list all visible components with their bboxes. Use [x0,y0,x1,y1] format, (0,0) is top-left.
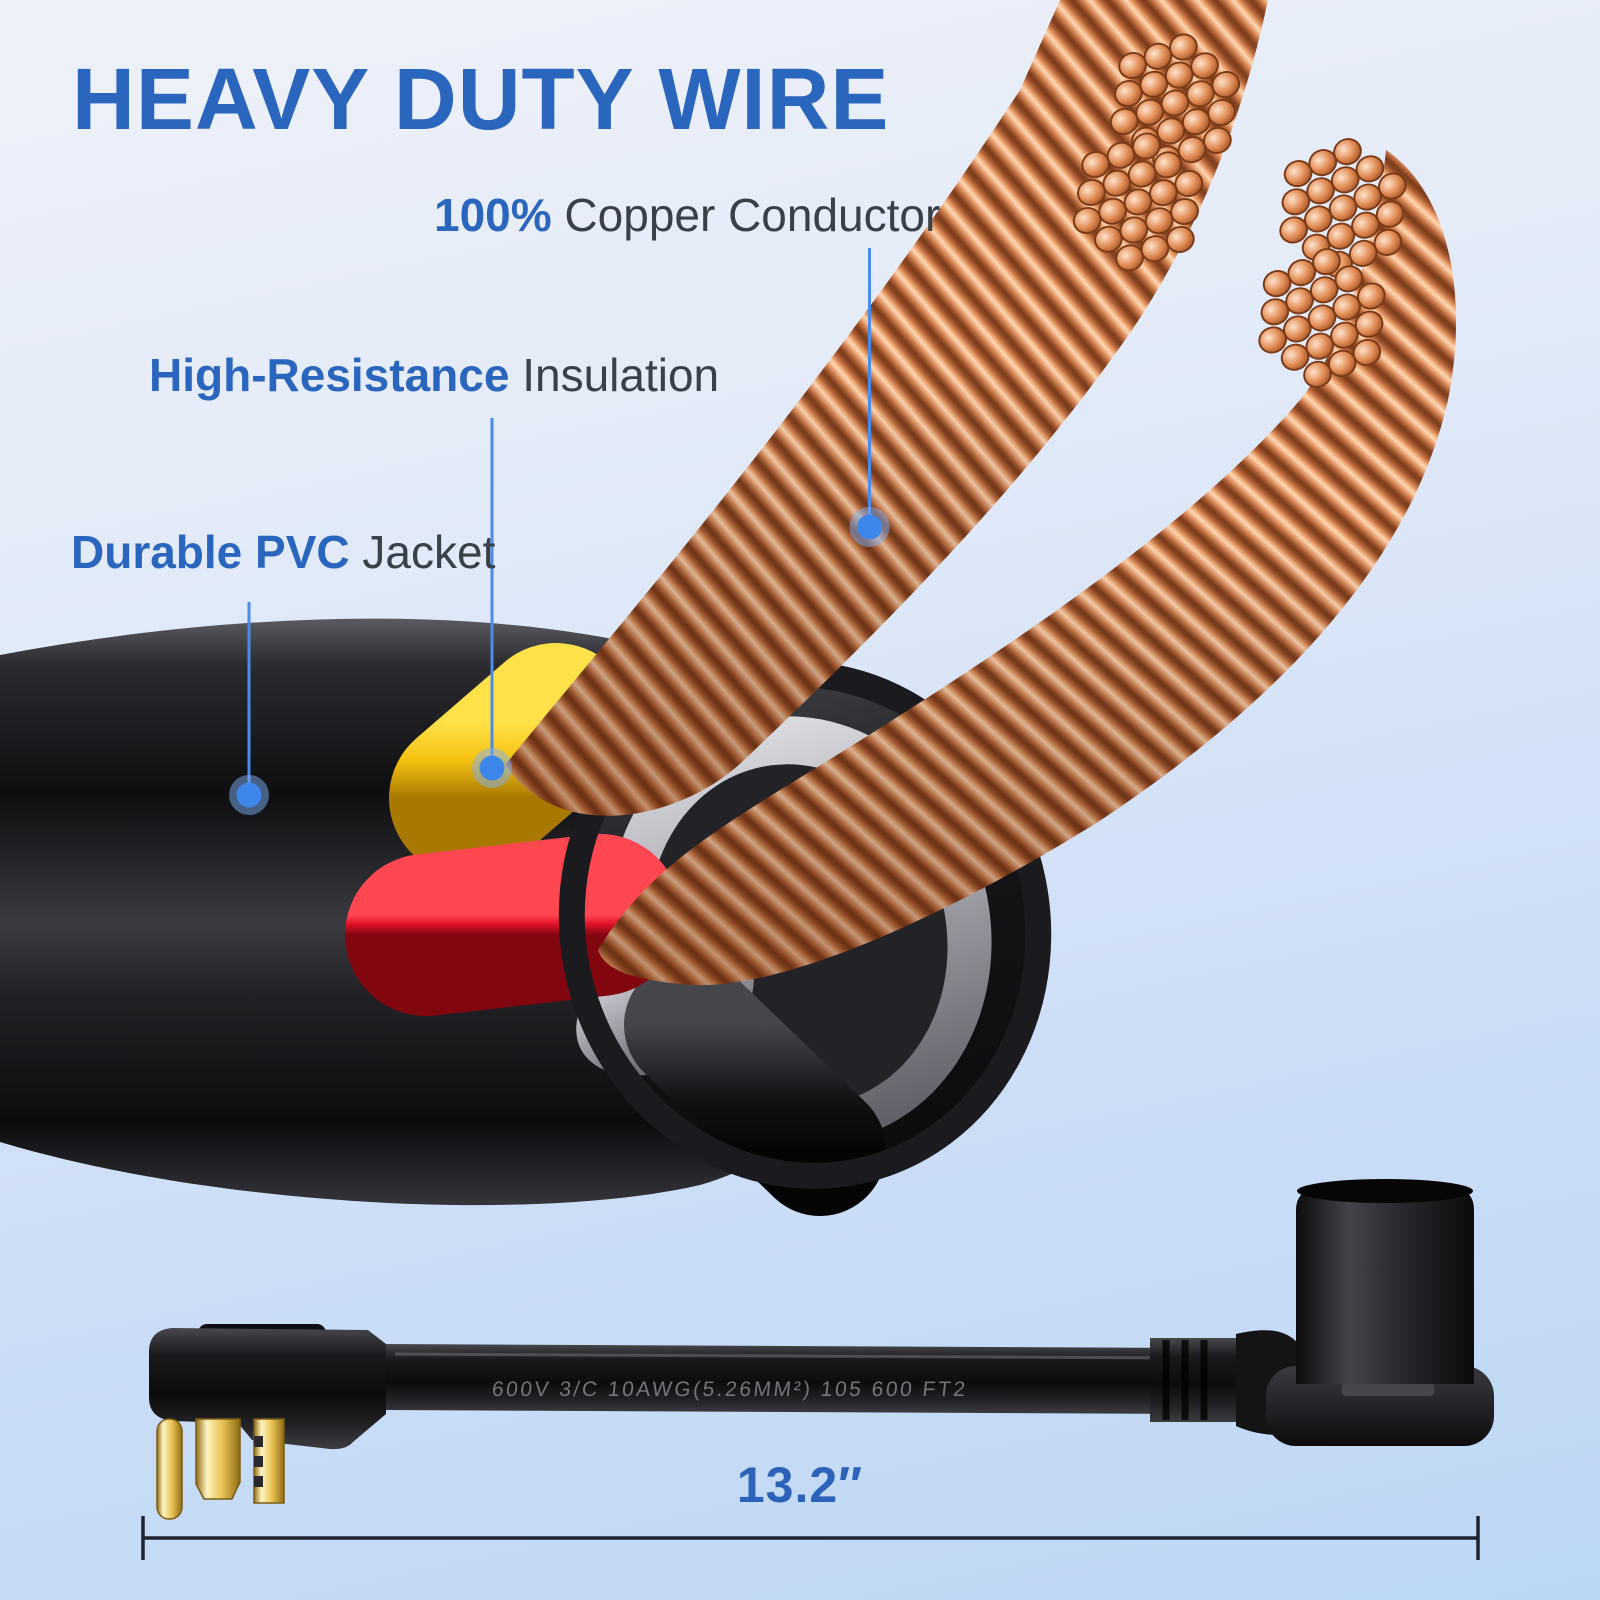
power-cord [141,1179,1494,1560]
callout-insulation-rest: Insulation [509,349,720,401]
callout-jacket-highlight: Durable PVC [71,526,350,578]
callout-insulation: High-Resistance Insulation [149,348,719,402]
dimension [141,1516,1480,1560]
plug-prongs [156,1418,285,1520]
callout-insulation-highlight: High-Resistance [149,349,510,401]
connector-cylinder [1296,1188,1474,1384]
page-title: HEAVY DUTY WIRE [72,51,890,148]
black-wire [624,959,886,1216]
cable-cutaway [0,0,1457,1216]
prong-notches [254,1436,263,1487]
cord-cable [385,1344,1200,1414]
measurement-label: 13.2″ [736,1457,864,1513]
copper-bundles [505,0,1457,986]
callout-dot-jacket [236,782,262,808]
right-angle-connector [1150,1179,1494,1446]
callout-dot-insulation [479,755,505,781]
callout-leaders [229,248,890,815]
connector-cylinder-cap [1297,1179,1473,1203]
callout-copper-highlight: 100% [434,189,552,241]
callout-copper-rest: Copper Conductor [551,189,941,241]
strain-relief-ribs [1162,1340,1208,1420]
callout-jacket-rest: Jacket [349,526,496,578]
plug-prong-round [156,1418,183,1520]
cable-print-text: 600V 3/C 10AWG(5.26MM²) 105 600 FT2 [490,1378,969,1401]
callout-jacket: Durable PVC Jacket [71,525,495,579]
callout-copper-conductor: 100% Copper Conductor [434,188,940,242]
connector-base [1266,1366,1494,1446]
dryer-plug [149,1324,386,1520]
callout-dot-copper [857,514,882,540]
plug-prong-center [195,1418,241,1500]
